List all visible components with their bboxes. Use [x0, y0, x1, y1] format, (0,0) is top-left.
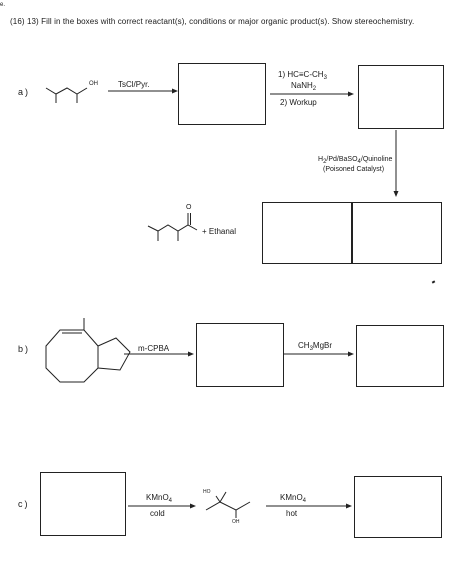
answer-box-b1[interactable] — [196, 323, 284, 387]
answer-box-b2[interactable] — [356, 325, 444, 387]
reagent-workup: 2) Workup — [280, 98, 317, 107]
diol-ho-label: HO — [203, 489, 211, 495]
reagent-kmno4-hot: KMnO4 — [280, 493, 307, 505]
reagent-lindlar: H2/Pd/BaSO4/Quinoline — [318, 156, 393, 165]
question-header: (16) 13) Fill in the boxes with correct … — [10, 17, 415, 26]
reagent-ch3mgbr: CH3MgBr — [298, 341, 333, 353]
answer-box-a1[interactable] — [178, 63, 266, 125]
answer-box-c2[interactable] — [354, 476, 442, 538]
answer-box-a4[interactable] — [262, 202, 352, 264]
aldehyde-o-label: O — [186, 204, 192, 211]
reagent-kmno4-cold: KMnO4 — [146, 493, 173, 505]
aldehyde-skeleton — [147, 213, 198, 241]
condition-cold: cold — [150, 509, 165, 518]
arrow-b2 — [284, 351, 354, 357]
part-a-label: a) — [18, 87, 31, 97]
part-b-label: b) — [18, 344, 31, 354]
reagent-nanh2: NaNH2 — [291, 81, 317, 93]
condition-hot: hot — [286, 509, 298, 518]
reagent-poisoned-catalyst: (Poisoned Catalyst) — [323, 166, 385, 173]
corner-mark: e. — [0, 2, 6, 8]
plus-ethanal: + Ethanal — [202, 227, 237, 236]
bicyclic-alkene-skeleton — [45, 318, 131, 383]
arrow-a1 — [108, 88, 178, 94]
reagent-mcpba: m-CPBA — [138, 344, 170, 353]
arrow-b1 — [124, 351, 194, 357]
part-c-label: c) — [18, 499, 30, 509]
alcohol-skeleton — [45, 87, 88, 103]
arrow-a3-down — [393, 130, 399, 197]
answer-box-c1[interactable] — [40, 472, 126, 536]
reagent-propyne: 1) HC≡C-CH3 — [278, 70, 327, 82]
alcohol-oh-label: OH — [89, 81, 98, 87]
reagent-tscl-pyr: TsCl/Pyr. — [118, 80, 150, 89]
arrow-a2 — [270, 91, 354, 97]
answer-box-a3[interactable] — [352, 202, 442, 264]
arrow-c1 — [128, 503, 196, 509]
arrow-c2 — [266, 503, 352, 509]
answer-box-a2[interactable] — [358, 65, 444, 129]
diol-skeleton — [205, 491, 251, 518]
diol-oh-label: OH — [232, 519, 240, 525]
